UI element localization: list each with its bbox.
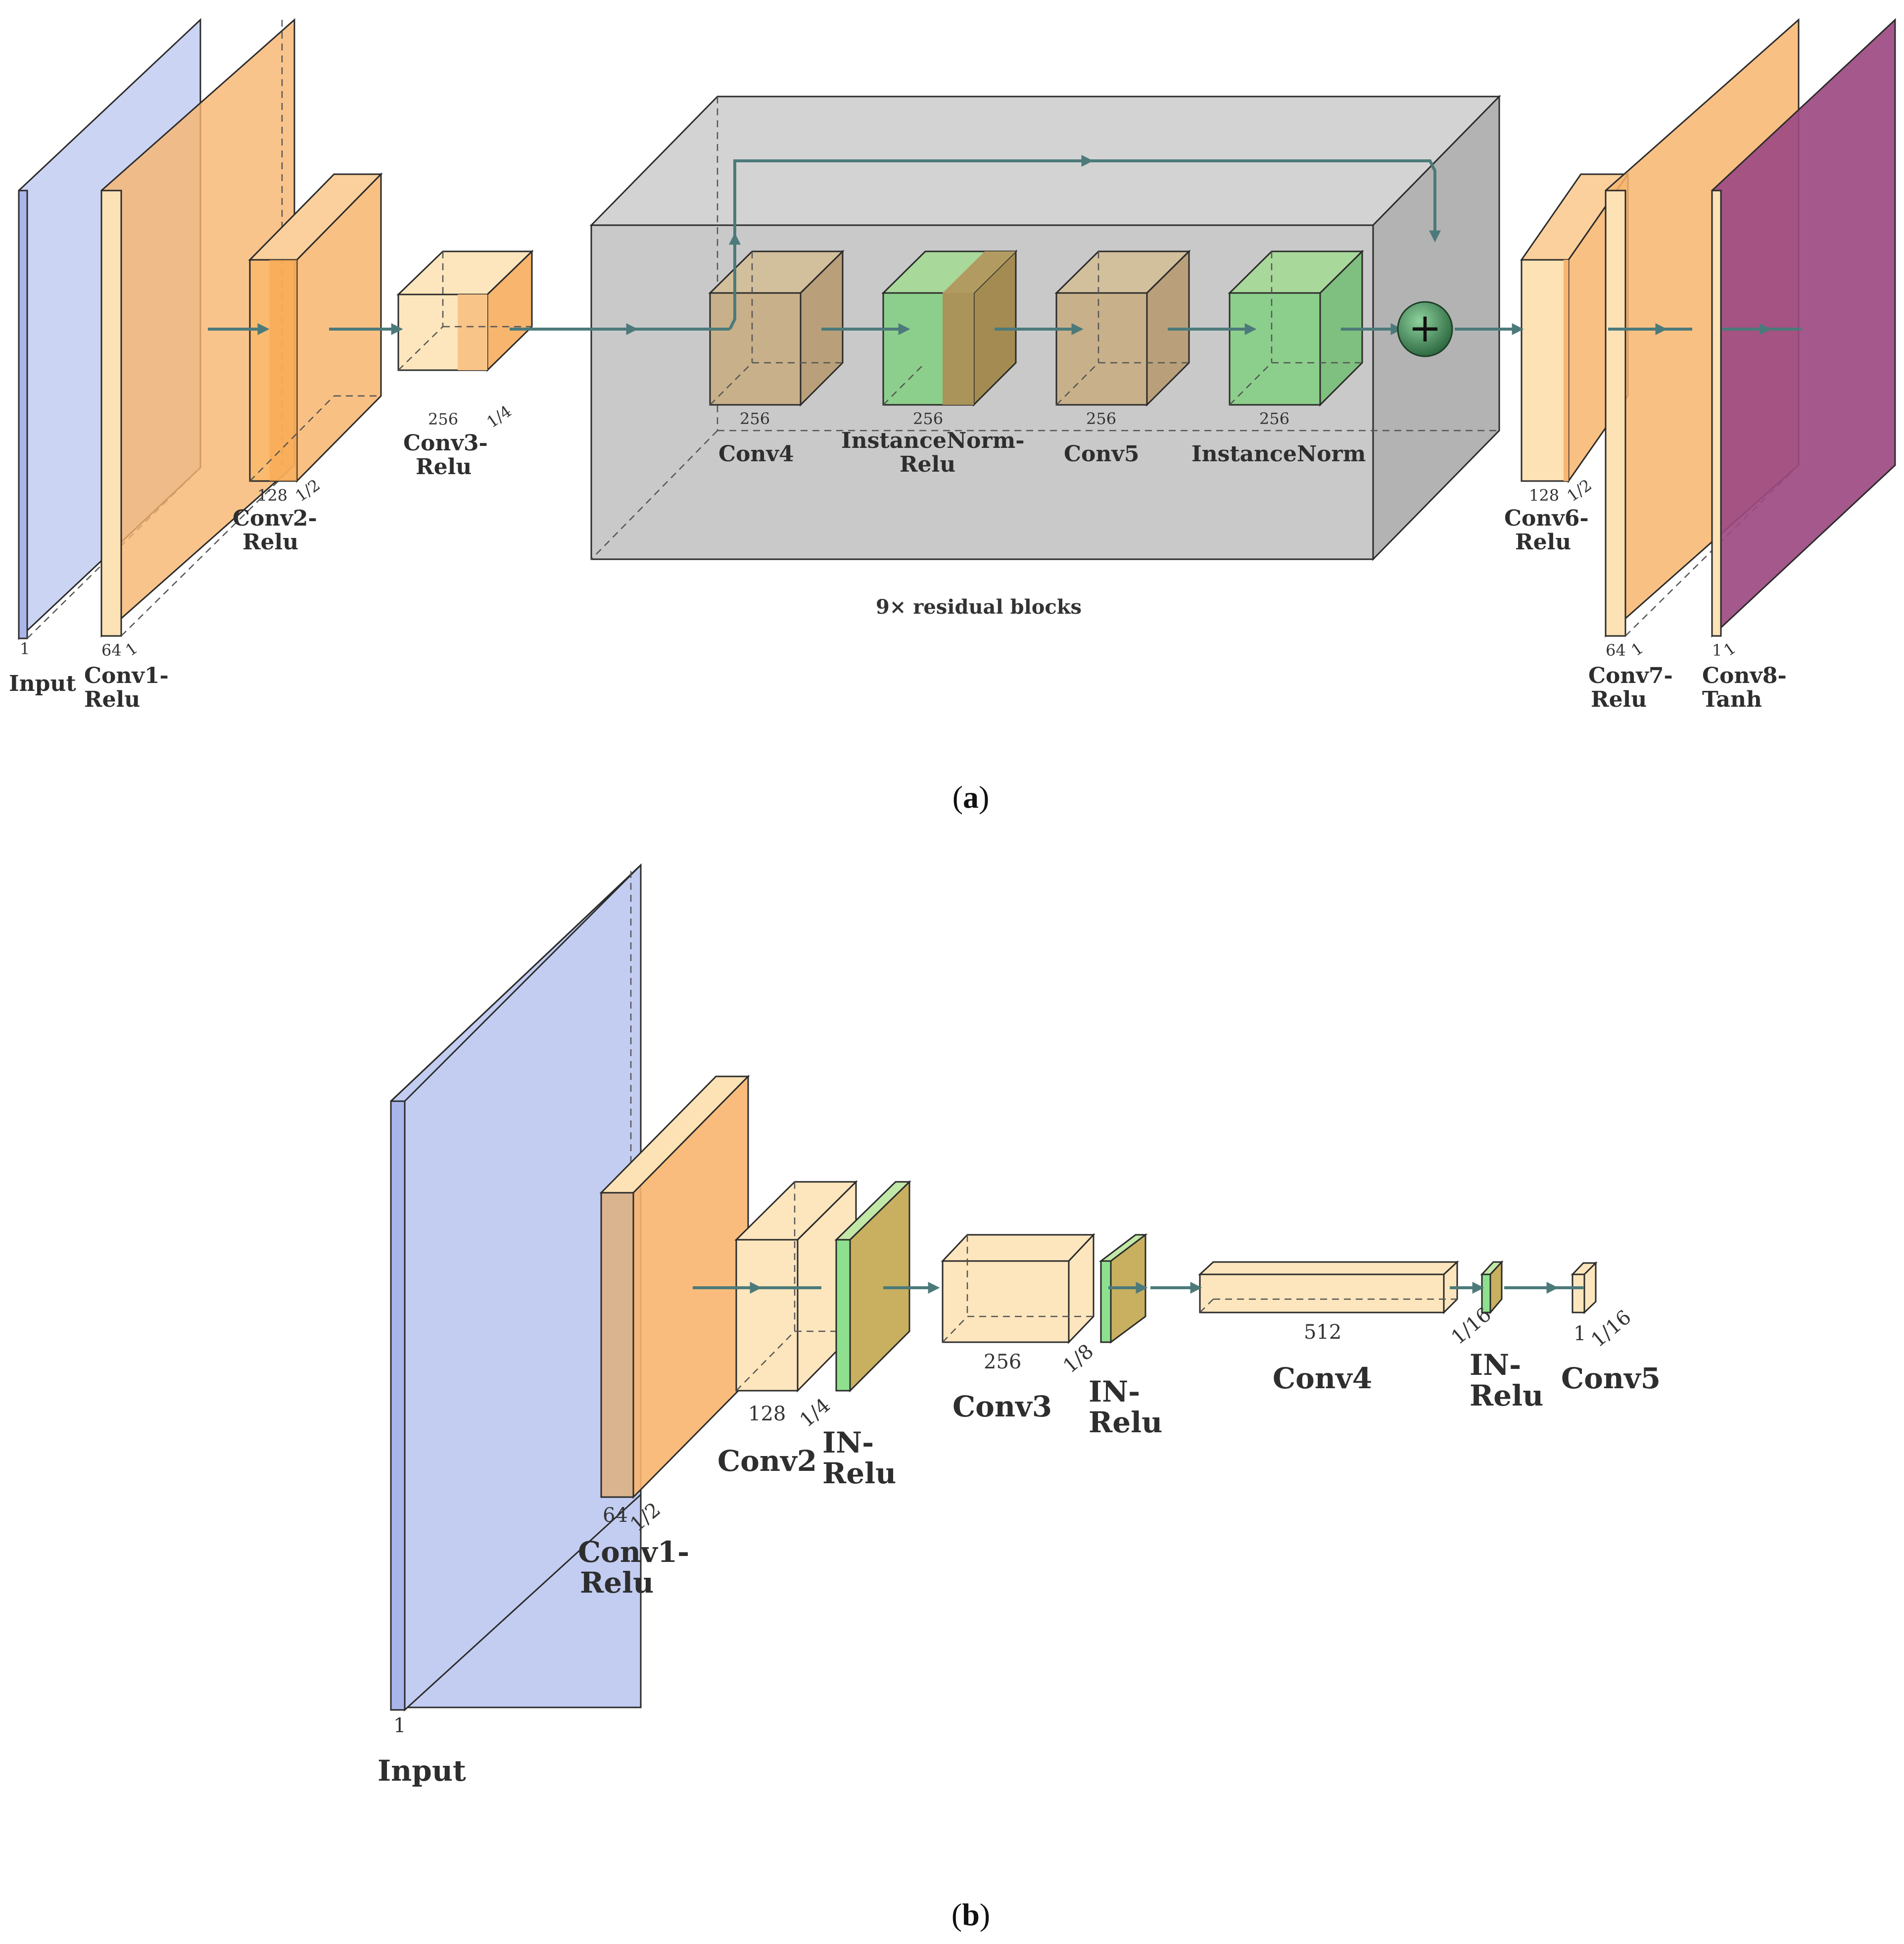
b-in-relu1-block [834, 1180, 911, 1393]
b-conv4-channels: 512 [1304, 1321, 1341, 1344]
a-conv3-label-line2: Relu [416, 454, 472, 480]
sum-symbol: + [1408, 305, 1441, 351]
b-input-channels: 1 [393, 1714, 406, 1737]
b-conv1-label-line2: Relu [580, 1566, 654, 1600]
b-input-label: Input [378, 1754, 466, 1788]
b-conv4-block [1198, 1260, 1459, 1314]
a-conv6-channels: 128 [1529, 486, 1559, 505]
a-in-norm-label: InstanceNorm [1191, 441, 1366, 467]
a-conv7-label-line1: Conv7- [1588, 663, 1673, 688]
a-conv3-label-line1: Conv3- [403, 431, 488, 456]
a-conv8-scale: 1 [1720, 638, 1739, 660]
a-conv2-channels: 128 [257, 486, 287, 505]
a-in-relu-label-line1: InstanceNorm- [841, 428, 1025, 453]
a-conv8-slab [1711, 18, 1896, 638]
b-conv5-label: Conv5 [1561, 1361, 1661, 1395]
b-conv1-label-line1: Conv1- [578, 1535, 689, 1569]
a-conv4-label: Conv4 [718, 441, 794, 467]
a-conv3-cube [396, 249, 534, 372]
b-conv3-label: Conv3 [952, 1390, 1052, 1423]
a-conv5-label: Conv5 [1064, 441, 1140, 467]
a-conv5-channels: 256 [1086, 409, 1116, 428]
a-input-channels: 1 [20, 639, 30, 658]
a-instancenorm-cube [1228, 249, 1364, 407]
b-conv2-label: Conv2 [717, 1444, 817, 1478]
b-conv3-scale: 1/8 [1059, 1340, 1098, 1378]
a-conv1-scale: 1 [122, 638, 141, 660]
b-conv5-block [1571, 1261, 1598, 1314]
a-conv1-label-line2: Relu [84, 687, 140, 712]
b-in-relu2-block [1098, 1233, 1148, 1344]
b-input-slab [390, 863, 642, 1712]
b-conv5-channels: 1 [1573, 1322, 1586, 1345]
a-conv6-label-line1: Conv6- [1504, 506, 1589, 531]
a-conv8-label-line2: Tanh [1702, 687, 1762, 712]
b-conv4-label: Conv4 [1273, 1361, 1372, 1395]
b-in-relu1-label-line1: IN- [822, 1426, 874, 1459]
b-conv1-channels: 64 [603, 1504, 628, 1527]
b-conv3-channels: 256 [984, 1351, 1021, 1373]
a-conv3-scale: 1/4 [483, 401, 515, 432]
a-in-relu-channels: 256 [913, 409, 943, 428]
a-conv6-label-line2: Relu [1515, 530, 1571, 555]
b-in-relu2-label-line2: Relu [1089, 1406, 1162, 1439]
b-conv5-scale: 1/16 [1587, 1306, 1635, 1352]
b-conv2-channels: 128 [748, 1403, 786, 1425]
b-in-relu3-label-line1: IN- [1470, 1348, 1521, 1382]
a-conv7-scale: 1 [1628, 638, 1647, 660]
a-conv8-label-line1: Conv8- [1702, 663, 1787, 688]
a-residual-caption: 9× residual blocks [876, 595, 1082, 619]
b-in-relu3-label-line2: Relu [1470, 1379, 1543, 1412]
b-in-relu3-block [1480, 1260, 1504, 1315]
b-conv1-slab [599, 1074, 750, 1499]
a-in-norm-channels: 256 [1259, 409, 1289, 428]
b-in-relu1-label-line2: Relu [822, 1457, 896, 1490]
a-conv1-label-line1: Conv1- [84, 663, 169, 688]
a-sum-node: + [1397, 301, 1453, 357]
a-labels: 1 Input 64 1 Conv1- Relu 128 1/2 Conv2- … [9, 401, 1787, 712]
a-conv3-channels: 256 [428, 410, 458, 429]
a-panel-caption: (a) [952, 779, 990, 815]
panel-b: 1 Input 64 1/2 Conv1- Relu 128 1/4 Conv2… [378, 863, 1661, 1932]
a-skip-connection [728, 155, 1441, 330]
a-conv1-channels: 64 [101, 641, 122, 660]
a-conv4-channels: 256 [740, 409, 770, 428]
b-in-relu2-label-line1: IN- [1089, 1375, 1140, 1409]
a-input-label: Input [9, 671, 76, 696]
a-in-relu-label-line2: Relu [900, 452, 955, 477]
b-panel-caption: (b) [952, 1897, 990, 1932]
b-conv3-block [941, 1233, 1095, 1344]
a-instancenorm-relu-cube [881, 249, 1018, 407]
a-conv7-label-line2: Relu [1591, 687, 1647, 712]
a-conv7-channels: 64 [1606, 641, 1626, 660]
a-conv8-channels: 1 [1712, 641, 1722, 660]
panel-a: + 1 Input 64 1 Conv1- Relu 128 1/2 Conv2… [9, 18, 1896, 815]
a-conv2-label-line1: Conv2- [233, 506, 317, 531]
a-conv2-label-line2: Relu [242, 530, 298, 555]
